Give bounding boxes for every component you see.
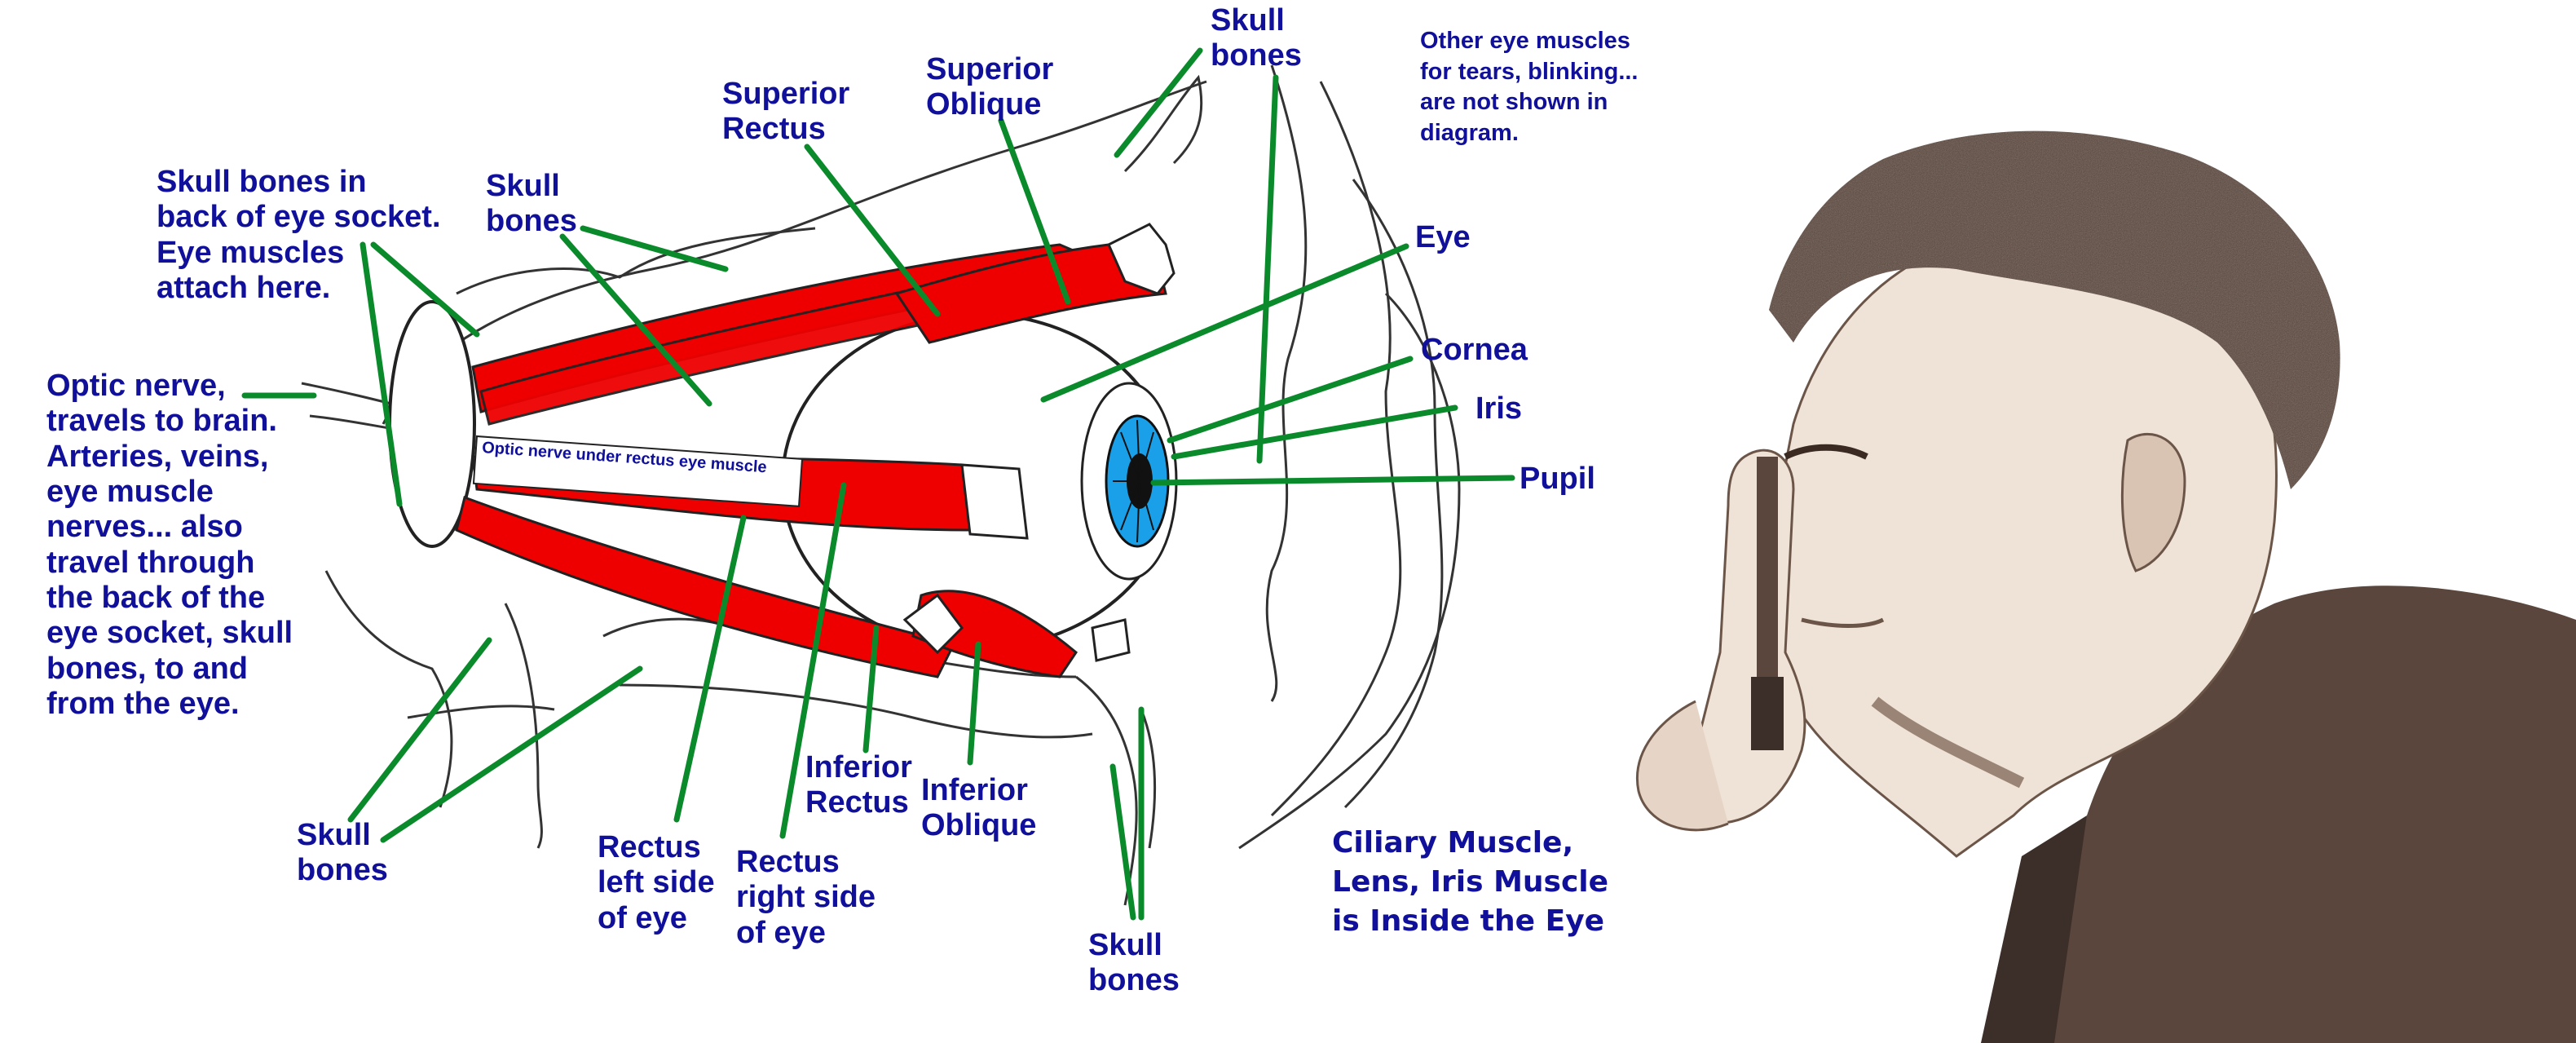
leader-skull-lower-1 [347,637,492,823]
leader-skull-back-1 [370,241,480,338]
label-pupil: Pupil [1520,462,1595,496]
skull-outline [301,64,1461,906]
leader-iris [1171,404,1458,460]
superior-oblique-muscle [894,243,1167,344]
photo-man [1636,130,2576,1043]
leader-rectus-right [779,482,847,839]
leader-pupil [1150,475,1515,486]
leader-inferior-oblique [967,641,981,766]
leader-cornea [1167,356,1414,444]
label-cornea: Cornea [1421,333,1528,367]
label-inferior-oblique: Inferior Oblique [921,773,1037,843]
inferior-oblique-muscle [911,590,1078,678]
tendons [902,223,1176,662]
label-rectus-left-side: Rectus left side of eye [598,830,715,935]
leader-skull-top-1 [1114,47,1203,158]
leader-superior-oblique [998,117,1071,305]
label-other-eye-muscles: Other eye muscles for tears, blinking...… [1420,28,1639,147]
label-inferior-rectus: Inferior Rectus [805,750,912,820]
label-optic-nerve: Optic nerve, travels to brain. Arteries,… [46,369,293,721]
label-skull-bones-lower-left: Skull bones [297,818,388,888]
label-ciliary-muscle: Ciliary Muscle, Lens, Iris Muscle is Ins… [1332,826,1609,938]
leader-superior-rectus [804,144,941,317]
leader-skull-upper-1 [580,225,729,272]
optic-nerve-band [472,435,804,507]
label-skull-bones-top: Skull bones [1211,3,1302,73]
eye-muscles [455,243,1167,678]
leader-skull-bottom-1 [1109,763,1136,921]
leader-lines [241,47,1515,921]
label-iris: Iris [1475,391,1523,426]
label-skull-bones-upper: Skull bones [486,169,577,239]
leader-rectus-left [673,515,747,823]
inferior-rectus-muscle [455,496,956,678]
leader-skull-lower-2 [380,665,643,843]
leader-eye [1040,243,1409,403]
leader-skull-upper-2 [559,233,712,407]
leader-skull-top-2 [1256,74,1279,464]
leader-inferior-rectus [862,625,880,754]
label-skull-bones-bottom: Skull bones [1088,928,1180,998]
label-rectus-right-side: Rectus right side of eye [736,845,876,950]
label-skull-bones-back-socket: Skull bones in back of eye socket. Eye m… [157,165,441,305]
label-superior-rectus: Superior Rectus [722,77,850,147]
label-superior-oblique: Superior Oblique [926,52,1054,122]
label-eye: Eye [1415,220,1471,254]
leader-skull-back-2 [359,241,403,507]
